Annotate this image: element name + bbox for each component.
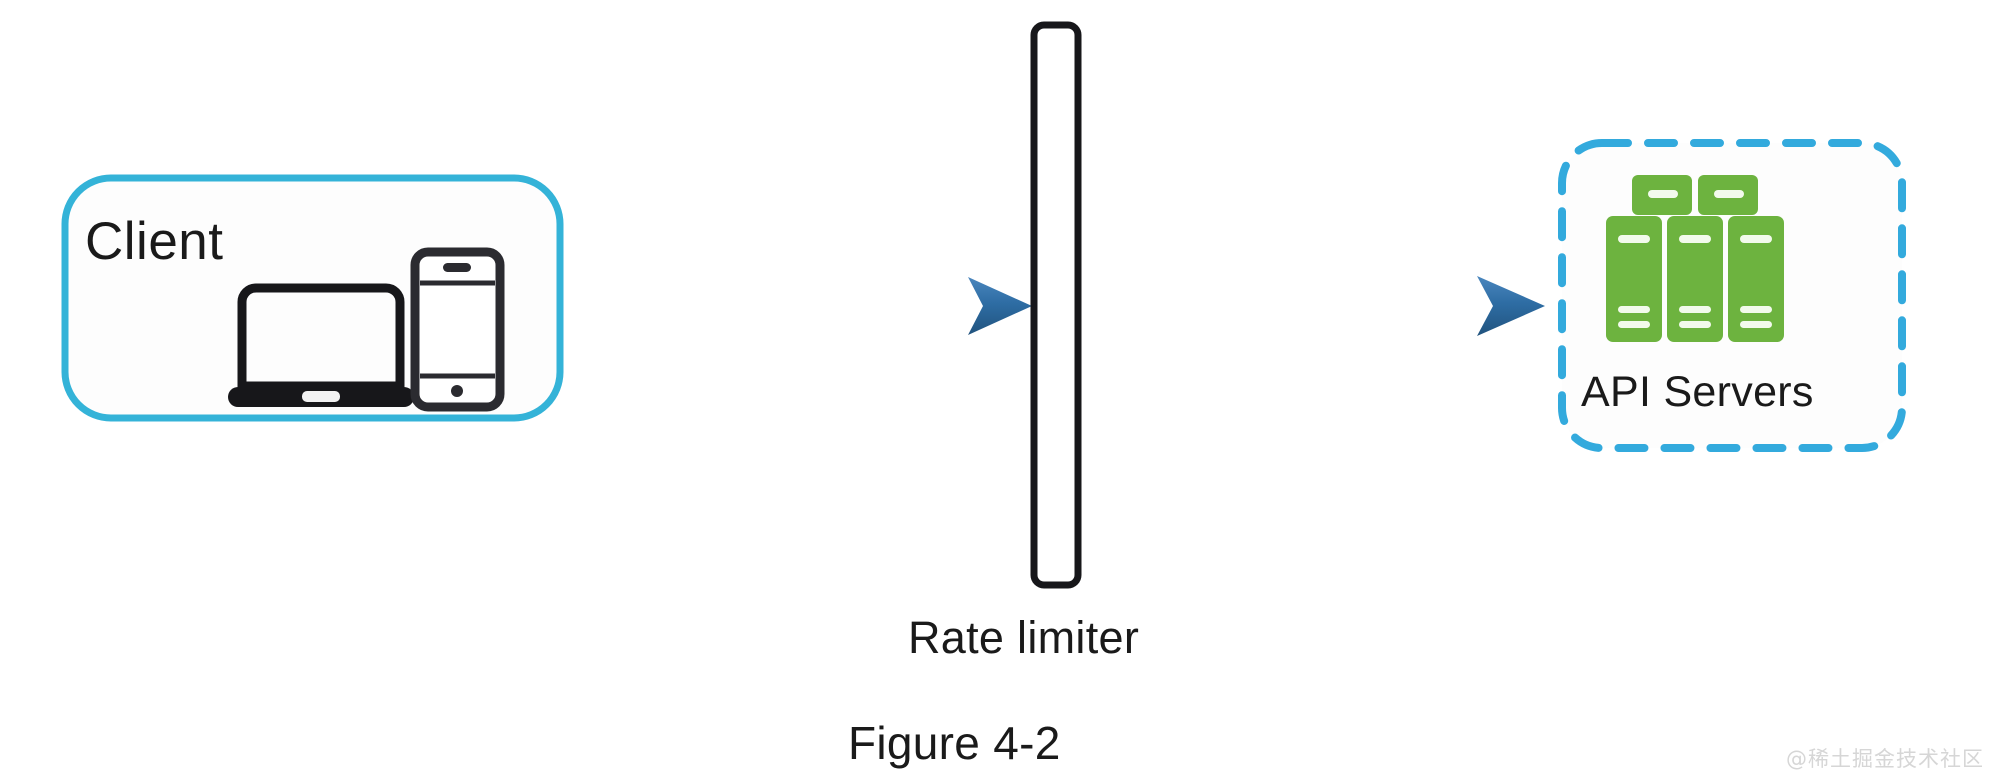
server-rack-icon bbox=[1606, 175, 1784, 342]
api-servers-label: API Servers bbox=[1581, 368, 1814, 416]
rate-limiter-node[interactable] bbox=[1030, 21, 1082, 589]
client-node[interactable] bbox=[61, 174, 564, 422]
watermark: @稀土掘金技术社区 bbox=[1786, 747, 1984, 771]
arrow-client-to-rate-limiter bbox=[560, 277, 1032, 335]
smartphone-icon bbox=[410, 247, 505, 412]
figure-caption: Figure 4-2 bbox=[848, 717, 1061, 769]
api-servers-node[interactable] bbox=[1558, 139, 1906, 452]
arrow-rate-limiter-to-api-servers bbox=[1078, 276, 1545, 336]
client-label: Client bbox=[85, 212, 224, 271]
rate-limiter-label: Rate limiter bbox=[908, 612, 1140, 663]
rate-limiter-bar[interactable] bbox=[1030, 21, 1082, 589]
laptop-icon bbox=[228, 283, 414, 407]
